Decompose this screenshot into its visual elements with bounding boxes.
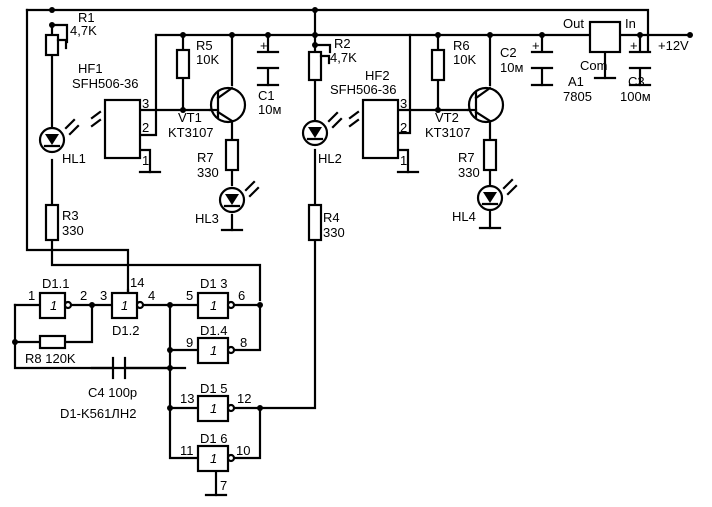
label-in: In bbox=[625, 16, 636, 31]
pin-14: 14 bbox=[130, 275, 144, 290]
blocks bbox=[90, 20, 622, 160]
label-r7b-value: 330 bbox=[458, 165, 480, 180]
gate-symbol-d14: 1 bbox=[210, 343, 217, 358]
label-d16: D1 6 bbox=[200, 431, 227, 446]
grounds bbox=[138, 76, 652, 497]
label-r6-value: 10K bbox=[453, 52, 476, 67]
logic-labels: D1.1 D1.2 D1 3 D1.4 D1 5 D1 6 R8 120K C4… bbox=[25, 275, 251, 493]
label-c3-value: 100м bbox=[620, 89, 651, 104]
label-hl4: HL4 bbox=[452, 209, 476, 224]
label-d15: D1 5 bbox=[200, 381, 227, 396]
label-r5-value: 10K bbox=[196, 52, 219, 67]
gate-symbol-d11: 1 bbox=[50, 298, 57, 313]
label-hl1: HL1 bbox=[62, 151, 86, 166]
label-r7a-value: 330 bbox=[197, 165, 219, 180]
label-c4: C4 100p bbox=[88, 385, 137, 400]
label-hf1: HF1 bbox=[78, 61, 103, 76]
label-r6: R6 bbox=[453, 38, 470, 53]
label-r7a: R7 bbox=[197, 150, 214, 165]
pin-4: 4 bbox=[148, 288, 155, 303]
pin-9: 9 bbox=[186, 335, 193, 350]
pin-1: 1 bbox=[28, 288, 35, 303]
pin-12: 12 bbox=[237, 391, 251, 406]
capacitors bbox=[90, 50, 652, 380]
pin-13: 13 bbox=[180, 391, 194, 406]
label-r1: R1 bbox=[78, 10, 95, 25]
hf2-pin1: 1 bbox=[400, 153, 407, 168]
label-hl3: HL3 bbox=[195, 211, 219, 226]
label-r3-value: 330 bbox=[62, 223, 84, 238]
label-a1: A1 bbox=[568, 74, 584, 89]
label-r4-value: 330 bbox=[323, 225, 345, 240]
label-vt2-part: KT3107 bbox=[425, 125, 471, 140]
label-d1-part: D1-K561ЛН2 bbox=[60, 406, 136, 421]
gate-symbol-d15: 1 bbox=[210, 401, 217, 416]
gate-symbol-d12: 1 bbox=[121, 298, 128, 313]
label-c3: C3 bbox=[628, 74, 645, 89]
label-supply: +12V bbox=[658, 38, 689, 53]
label-r1-value: 4,7K bbox=[70, 23, 97, 38]
label-c1: C1 bbox=[258, 88, 275, 103]
pin-3: 3 bbox=[100, 288, 107, 303]
label-vt1: VT1 bbox=[178, 110, 202, 125]
resistors bbox=[38, 33, 498, 350]
pin-2: 2 bbox=[80, 288, 87, 303]
wires bbox=[13, 8, 692, 497]
label-r3: R3 bbox=[62, 208, 79, 223]
label-hf1-part: SFH506-36 bbox=[72, 76, 138, 91]
label-d13: D1 3 bbox=[200, 276, 227, 291]
label-r4: R4 bbox=[323, 210, 340, 225]
label-com: Com bbox=[580, 58, 607, 73]
pin-10: 10 bbox=[236, 443, 250, 458]
hf1-pin3: 3 bbox=[142, 96, 149, 111]
gate-symbol-d13: 1 bbox=[210, 298, 217, 313]
label-r5: R5 bbox=[196, 38, 213, 53]
pin-7: 7 bbox=[220, 478, 227, 493]
label-vt2: VT2 bbox=[435, 110, 459, 125]
pin-11: 11 bbox=[180, 443, 194, 458]
gate-symbol-d16: 1 bbox=[210, 451, 217, 466]
hf2-pin3: 3 bbox=[400, 96, 407, 111]
hf1-pin2: 2 bbox=[142, 120, 149, 135]
label-r2: R2 bbox=[334, 36, 351, 51]
label-c2-value: 10м bbox=[500, 60, 523, 75]
pin-6: 6 bbox=[238, 288, 245, 303]
hf1-pin1: 1 bbox=[142, 153, 149, 168]
transistors bbox=[208, 86, 505, 124]
hf2-pin2: 2 bbox=[400, 120, 407, 135]
label-r7b: R7 bbox=[458, 150, 475, 165]
junction-dots bbox=[12, 7, 693, 411]
c3-plus: + bbox=[630, 38, 638, 53]
label-hl2: HL2 bbox=[318, 151, 342, 166]
label-d11: D1.1 bbox=[42, 276, 69, 291]
label-c2: C2 bbox=[500, 45, 517, 60]
component-labels: R1 4,7K R3 330 HL1 HF1 SFH506-36 R5 10K … bbox=[62, 10, 689, 240]
label-a1-part: 7805 bbox=[563, 89, 592, 104]
c1-plus: + bbox=[260, 38, 268, 53]
label-d14: D1.4 bbox=[200, 323, 227, 338]
label-r2-value: 4,7K bbox=[330, 50, 357, 65]
label-hf2: HF2 bbox=[365, 68, 390, 83]
pin-8: 8 bbox=[240, 335, 247, 350]
pin-5: 5 bbox=[186, 288, 193, 303]
label-c1-value: 10м bbox=[258, 102, 281, 117]
label-vt1-part: KT3107 bbox=[168, 125, 214, 140]
label-r8: R8 120K bbox=[25, 351, 76, 366]
label-d12: D1.2 bbox=[112, 323, 139, 338]
leds bbox=[38, 111, 518, 214]
c2-plus: + bbox=[532, 38, 540, 53]
label-out: Out bbox=[563, 16, 584, 31]
logic-gates bbox=[38, 291, 236, 473]
label-hf2-part: SFH506-36 bbox=[330, 82, 396, 97]
